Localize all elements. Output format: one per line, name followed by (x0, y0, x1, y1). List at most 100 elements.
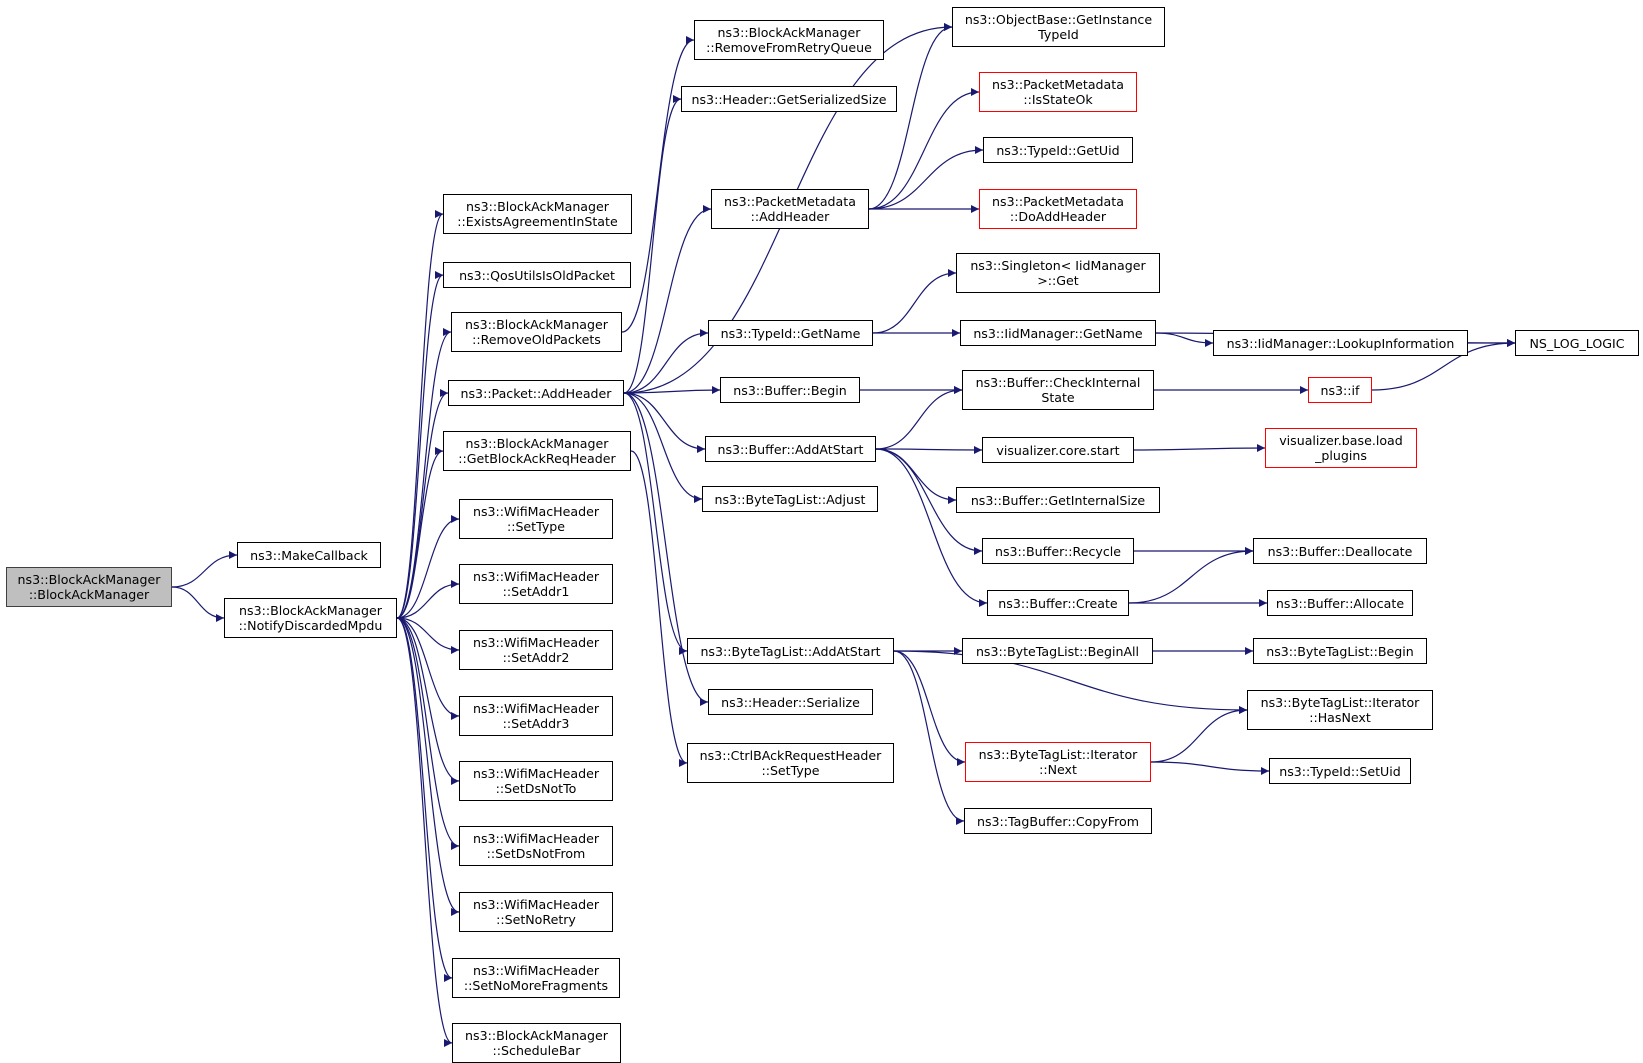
node-label-line: ns3::BlockAckManager (465, 1028, 608, 1043)
node-label-line: ns3::Buffer::Create (998, 595, 1118, 611)
node-create[interactable]: ns3::Buffer::Create (987, 590, 1129, 616)
node-btlbegin[interactable]: ns3::ByteTagList::Begin (1253, 638, 1427, 664)
node-label-line: ns3::ByteTagList::Iterator (978, 747, 1138, 762)
node-label-line: ns3::Singleton< IidManager (970, 258, 1146, 273)
node-label-line: ns3::WifiMacHeader (472, 766, 599, 781)
node-label-line: ::SetAddr1 (502, 584, 570, 599)
node-label-line: TypeId (1038, 27, 1079, 42)
node-label-line: ::SetAddr3 (502, 716, 570, 731)
node-label-line: ns3::ByteTagList::Begin (1266, 643, 1414, 659)
node-pmaddheader[interactable]: ns3::PacketMetadata::AddHeader (711, 189, 869, 229)
node-label-line: ns3::TypeId::SetUid (1279, 763, 1401, 779)
node-hasnext[interactable]: ns3::ByteTagList::Iterator::HasNext (1247, 690, 1433, 730)
node-schedulebar[interactable]: ns3::BlockAckManager::ScheduleBar (452, 1023, 621, 1063)
node-notify[interactable]: ns3::BlockAckManager::NotifyDiscardedMpd… (224, 598, 397, 638)
node-deallocate[interactable]: ns3::Buffer::Deallocate (1253, 538, 1427, 564)
node-setaddr2[interactable]: ns3::WifiMacHeader::SetAddr2 (459, 630, 613, 670)
edge-pmaddheader-to-isstateok (868, 88, 980, 210)
node-label-line: ns3::TypeId::GetName (720, 325, 861, 341)
node-root[interactable]: ns3::BlockAckManager::BlockAckManager (6, 567, 172, 607)
node-setaddr1[interactable]: ns3::WifiMacHeader::SetAddr1 (459, 564, 613, 604)
node-label-line: ns3::BlockAckManager (17, 572, 161, 587)
node-label-line: ns3::BlockAckManager (465, 436, 609, 451)
node-label-line: ns3::ByteTagList::Adjust (714, 491, 866, 507)
node-removeold[interactable]: ns3::BlockAckManager::RemoveOldPackets (451, 312, 622, 352)
node-doaddheader[interactable]: ns3::PacketMetadata::DoAddHeader (979, 189, 1137, 229)
edge-pktadd-to-hdrserialize (623, 392, 709, 706)
node-setaddr3[interactable]: ns3::WifiMacHeader::SetAddr3 (459, 696, 613, 736)
node-label-line: ns3::Header::GetSerializedSize (691, 91, 887, 107)
node-label-line: ns3::BlockAckManager (717, 25, 861, 40)
node-label-line: ns3::PacketMetadata (992, 77, 1124, 92)
node-settype[interactable]: ns3::WifiMacHeader::SetType (459, 499, 613, 539)
node-vizstart[interactable]: visualizer.core.start (982, 437, 1134, 463)
edge-bufaddatstart-to-getinternalsize (875, 448, 957, 504)
node-btladjust[interactable]: ns3::ByteTagList::Adjust (702, 486, 878, 512)
node-label-line: visualizer.core.start (996, 442, 1120, 458)
node-hdrserialize[interactable]: ns3::Header::Serialize (708, 689, 873, 715)
node-getsersize[interactable]: ns3::Header::GetSerializedSize (681, 86, 897, 112)
node-label-line: ns3::Buffer::GetInternalSize (970, 492, 1146, 508)
edge-btladdatstart-to-copyfrom (893, 650, 965, 825)
edge-pktadd-to-btladdatstart (623, 392, 688, 655)
node-lookup[interactable]: ns3::IidManager::LookupInformation (1213, 330, 1468, 356)
node-iternext[interactable]: ns3::ByteTagList::Iterator::Next (965, 742, 1151, 782)
edge-btladdatstart-to-hasnext (893, 650, 1248, 714)
node-qos[interactable]: ns3::QosUtilsIsOldPacket (443, 262, 631, 288)
node-label-line: ns3::Buffer::CheckInternal (975, 375, 1141, 390)
node-label-line: ::SetType (761, 763, 820, 778)
node-label-line: ::GetBlockAckReqHeader (458, 451, 616, 466)
node-label-line: ns3::ByteTagList::Iterator (1260, 695, 1420, 710)
node-label-line: ns3::Buffer::Deallocate (1267, 543, 1413, 559)
node-beginall[interactable]: ns3::ByteTagList::BeginAll (962, 638, 1153, 664)
node-label-line: ::SetAddr2 (502, 650, 570, 665)
node-setnomorefrag[interactable]: ns3::WifiMacHeader::SetNoMoreFragments (452, 958, 620, 998)
node-ctrlsettype[interactable]: ns3::CtrlBAckRequestHeader::SetType (687, 743, 894, 783)
node-setdsnotto[interactable]: ns3::WifiMacHeader::SetDsNotTo (459, 761, 613, 801)
edge-nsif-to-nslog (1371, 339, 1516, 391)
node-setuid[interactable]: ns3::TypeId::SetUid (1269, 758, 1411, 784)
edge-pktadd-to-bufbegin (623, 386, 721, 395)
node-label-line: ns3::PacketMetadata (992, 194, 1124, 209)
node-setdsnotfrom[interactable]: ns3::WifiMacHeader::SetDsNotFrom (459, 826, 613, 866)
edge-btladdatstart-to-iternext (893, 650, 966, 766)
node-getuid[interactable]: ns3::TypeId::GetUid (983, 137, 1133, 163)
node-setnoretry[interactable]: ns3::WifiMacHeader::SetNoRetry (459, 892, 613, 932)
node-recycle[interactable]: ns3::Buffer::Recycle (982, 538, 1134, 564)
node-bufaddatstart[interactable]: ns3::Buffer::AddAtStart (705, 436, 876, 462)
node-getinternalsize[interactable]: ns3::Buffer::GetInternalSize (956, 487, 1160, 513)
node-label-line: ns3::Buffer::AddAtStart (717, 441, 864, 457)
edge-notify-to-setaddr1 (396, 580, 460, 619)
node-allocate[interactable]: ns3::Buffer::Allocate (1267, 590, 1413, 616)
node-bufbegin[interactable]: ns3::Buffer::Begin (720, 377, 860, 403)
edge-notify-to-getbar (396, 447, 444, 619)
edge-removeold-to-removeretry (621, 36, 695, 333)
node-singleton[interactable]: ns3::Singleton< IidManager>::Get (956, 253, 1160, 293)
edge-pktadd-to-getsersize (623, 95, 682, 394)
node-label-line: ns3::WifiMacHeader (472, 701, 599, 716)
node-nslog[interactable]: NS_LOG_LOGIC (1515, 330, 1639, 356)
node-iidgetname[interactable]: ns3::IidManager::GetName (960, 320, 1156, 346)
edge-bufaddatstart-to-recycle (875, 448, 983, 555)
node-label-line: ns3::ObjectBase::GetInstance (964, 12, 1153, 27)
node-pktadd[interactable]: ns3::Packet::AddHeader (448, 380, 624, 406)
node-removeretry[interactable]: ns3::BlockAckManager::RemoveFromRetryQue… (694, 20, 884, 60)
edge-iidgetname-to-lookup (1155, 332, 1214, 347)
node-getbar[interactable]: ns3::BlockAckManager::GetBlockAckReqHead… (443, 431, 631, 471)
edge-notify-to-setdsnotto (396, 617, 460, 785)
node-label-line: ns3::MakeCallback (250, 547, 368, 563)
node-nsif[interactable]: ns3::if (1308, 377, 1372, 403)
node-label-line: ::RemoveOldPackets (472, 332, 601, 347)
node-loadplugins[interactable]: visualizer.base.load_plugins (1265, 428, 1417, 468)
node-typeidgetname[interactable]: ns3::TypeId::GetName (708, 320, 873, 346)
node-label-line: ns3::PacketMetadata (724, 194, 856, 209)
node-makecallback[interactable]: ns3::MakeCallback (237, 542, 381, 568)
node-btladdatstart[interactable]: ns3::ByteTagList::AddAtStart (687, 638, 894, 664)
node-isstateok[interactable]: ns3::PacketMetadata::IsStateOk (979, 72, 1137, 112)
node-exists[interactable]: ns3::BlockAckManager::ExistsAgreementInS… (443, 194, 632, 234)
edge-pktadd-to-bufaddatstart (623, 392, 706, 453)
node-copyfrom[interactable]: ns3::TagBuffer::CopyFrom (964, 808, 1152, 834)
